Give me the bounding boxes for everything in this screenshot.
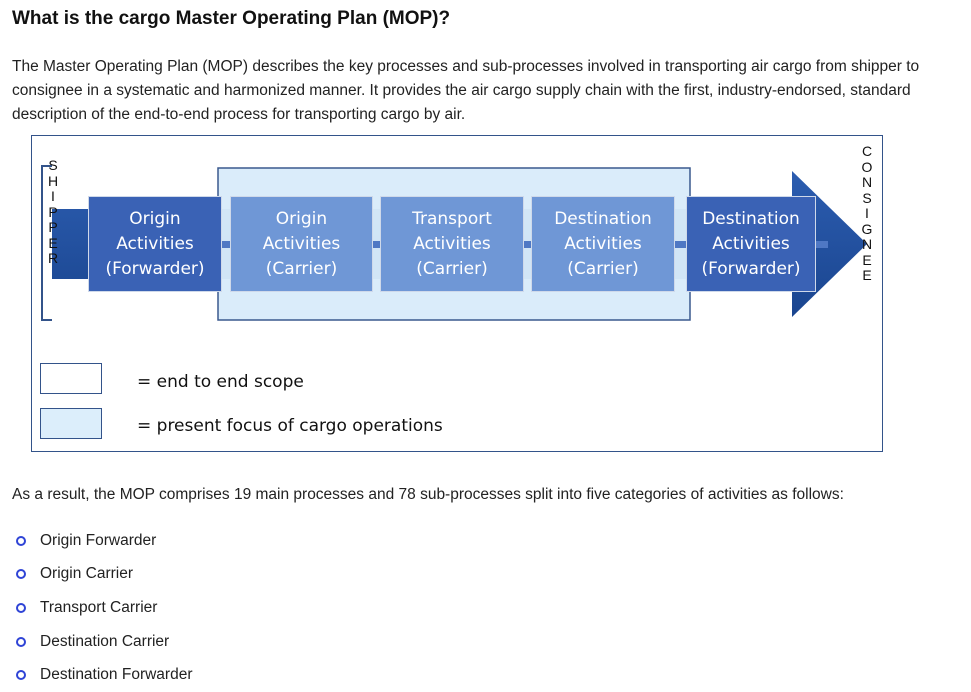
shipper-bracket (41, 165, 52, 321)
box-line: Transport (412, 208, 492, 229)
list-item: Origin Forwarder (16, 524, 192, 558)
vertical-letter: G (861, 220, 873, 237)
process-graphic (41, 165, 867, 321)
bullet-icon (16, 636, 26, 647)
vertical-letter: N (861, 174, 873, 190)
page-title: What is the cargo Master Operating Plan … (12, 8, 451, 29)
list-item: Origin Carrier (16, 558, 192, 592)
list-item-label: Destination Forwarder (40, 666, 193, 684)
box-line: Origin (129, 208, 181, 229)
box-line: (Forwarder) (701, 258, 801, 279)
list-item-label: Destination Carrier (40, 632, 170, 650)
bullet-icon (16, 670, 26, 681)
vertical-letter: P (48, 203, 58, 220)
vertical-letter: O (861, 158, 873, 175)
vertical-letter: S (862, 189, 872, 206)
vertical-letter: I (865, 205, 869, 221)
legend-focus: = present focus of cargo operations (137, 416, 443, 436)
vertical-letter: E (48, 234, 58, 251)
box-line: Activities (712, 233, 790, 254)
vertical-letter: P (48, 219, 58, 235)
bullet-icon (16, 602, 26, 613)
box-line: Origin (275, 208, 328, 229)
bullet-icon (16, 535, 26, 546)
vertical-letter: E (862, 267, 872, 283)
box-line: (Forwarder) (105, 258, 205, 279)
box-line: Activities (413, 233, 491, 254)
vertical-letter: E (862, 251, 872, 268)
box-line: (Carrier) (567, 258, 639, 279)
vertical-letter: S (48, 157, 58, 173)
list-item-label: Origin Carrier (40, 565, 134, 583)
legend-swatch-end-to-end (40, 363, 102, 394)
box-line: Activities (564, 233, 642, 254)
box-line: Destination (702, 208, 800, 229)
box-line: Activities (262, 233, 341, 254)
legend-swatch-focus (40, 408, 102, 439)
list-item-label: Transport Carrier (40, 598, 158, 616)
box-line: Destination (554, 208, 652, 229)
vertical-letter: H (47, 172, 59, 189)
vertical-letter: I (51, 188, 55, 204)
vertical-letter: R (47, 250, 59, 266)
box-line: (Carrier) (416, 258, 488, 279)
box-line: (Carrier) (265, 258, 338, 279)
list-item-label: Origin Forwarder (40, 531, 157, 549)
result-paragraph: As a result, the MOP comprises 19 main p… (12, 486, 844, 503)
box-line: Activities (116, 233, 194, 254)
list-item: Destination Forwarder (16, 658, 192, 692)
vertical-letter: C (861, 143, 873, 159)
category-list: Origin Forwarder Origin Carrier Transpor… (16, 524, 192, 692)
list-item: Transport Carrier (16, 591, 192, 625)
vertical-letter: N (861, 236, 873, 252)
legend-end-to-end: = end to end scope (137, 372, 304, 392)
bullet-icon (16, 569, 26, 580)
list-item: Destination Carrier (16, 625, 192, 659)
intro-paragraph: The Master Operating Plan (MOP) describe… (12, 58, 920, 123)
